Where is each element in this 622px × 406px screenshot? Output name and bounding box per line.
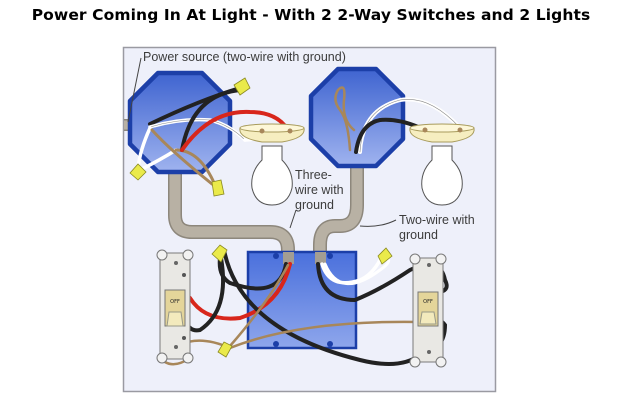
callout-lines: [127, 57, 397, 229]
wire-nut: [233, 77, 251, 96]
right-light-fixture: [409, 123, 475, 206]
left-switch[interactable]: OFF: [156, 249, 194, 364]
wire-nut: [211, 244, 228, 263]
wire-nut: [377, 247, 393, 265]
junction-box: [246, 250, 358, 350]
right-ceiling-box: [308, 66, 406, 169]
wire-nuts-lower: [211, 244, 393, 358]
right-switch-label: OFF: [423, 299, 433, 305]
left-light-fixture: [239, 123, 305, 206]
power-source-label: Power source (two-wire with ground): [143, 50, 346, 64]
right-bulb: [421, 145, 463, 206]
three-wire-label-1: Three-: [295, 168, 332, 182]
cables: [124, 119, 364, 262]
wire-nut: [217, 341, 233, 358]
wire-nut: [211, 179, 225, 197]
page-title: Power Coming In At Light - With 2 2-Way …: [31, 6, 591, 24]
three-wire-label-3: ground: [295, 198, 334, 212]
two-wire-label-1: Two-wire with: [399, 213, 475, 227]
right-switch[interactable]: OFF: [409, 253, 447, 368]
wire-nuts-left: [129, 77, 251, 197]
right-box-wires: [334, 86, 462, 154]
three-wire-label-2: wire with: [294, 183, 344, 197]
left-switch-label: OFF: [170, 299, 180, 305]
left-box-wires: [136, 86, 292, 187]
two-wire-label-2: ground: [399, 228, 438, 242]
left-bulb: [251, 145, 293, 206]
wire-nut: [129, 163, 147, 181]
